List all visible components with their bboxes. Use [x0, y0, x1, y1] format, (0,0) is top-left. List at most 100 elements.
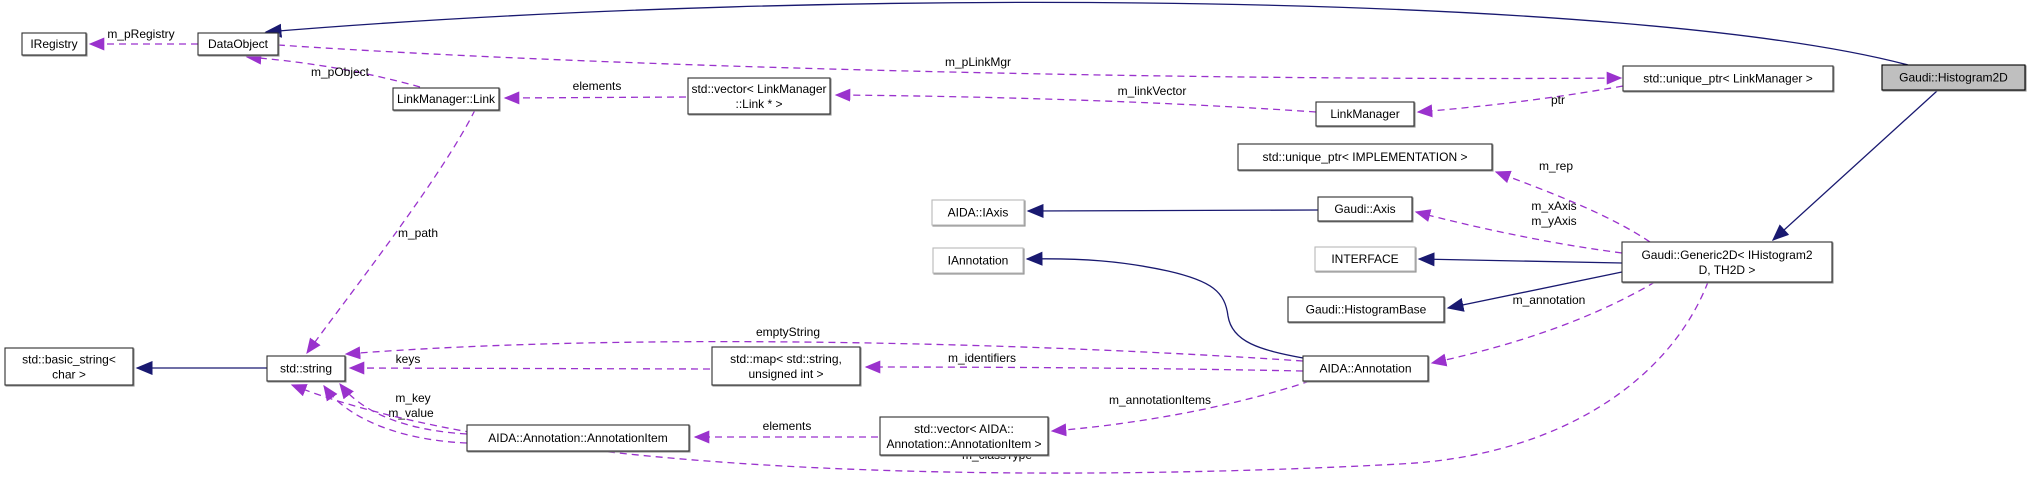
edge-usage-m_path: m_path — [306, 109, 476, 355]
edge-path-usage-m_pLinkMgr — [277, 44, 1623, 85]
node-label-linkmanager-link: LinkManager::Link — [397, 92, 496, 106]
node-vector-link[interactable]: std::vector< LinkManager::Link * > — [687, 77, 831, 115]
node-box-linkmanager-link[interactable] — [392, 87, 500, 111]
node-box-annotationitem[interactable] — [466, 424, 690, 452]
node-histogrambase[interactable]: Gaudi::HistogramBase — [1287, 296, 1445, 323]
node-box-basic-string[interactable] — [4, 347, 134, 386]
edge-label-usage-m_linkVector: m_linkVector — [1118, 84, 1187, 98]
edge-path-usage-keys — [348, 361, 711, 375]
edge-usage-m_rep: m_rep — [1494, 159, 1651, 243]
node-box-annotation[interactable] — [1302, 355, 1429, 382]
node-linkmanager[interactable]: LinkManager — [1315, 101, 1415, 127]
node-box-vector-link[interactable] — [687, 77, 831, 115]
node-label-linkmanager: LinkManager — [1330, 107, 1399, 121]
node-uniqueptr-impl[interactable]: std::unique_ptr< IMPLEMENTATION > — [1237, 143, 1493, 171]
edge-path-usage-m_value — [323, 384, 468, 444]
edge-path-usage-m_rep — [1494, 170, 1651, 243]
node-label-annotation: AIDA::Annotation — [1319, 362, 1411, 376]
node-box-vector-annotationitem[interactable] — [879, 416, 1049, 456]
edge-label-usage-m_pRegistry: m_pRegistry — [107, 27, 174, 41]
node-box-std-map[interactable] — [711, 346, 861, 386]
edge-inherit-annotation-iannotation — [1025, 251, 1304, 359]
edge-usage-m_key: m_key — [339, 382, 468, 435]
node-std-string[interactable]: std::string — [266, 355, 346, 382]
edge-label-usage-m_axes-1: m_yAxis — [1531, 214, 1576, 228]
edge-path-usage-m_annotationItems — [1050, 380, 1311, 437]
node-basic-string[interactable]: std::basic_string<char > — [4, 347, 134, 386]
node-box-uniqueptr-linkmanager[interactable] — [1622, 65, 1834, 92]
edge-inherit-histogram2d-dataobject — [264, 1, 1909, 66]
edge-usage-m_annotationItems: m_annotationItems — [1050, 380, 1311, 437]
node-gaudi-axis[interactable]: Gaudi::Axis — [1317, 196, 1413, 222]
node-histogram2d[interactable]: Gaudi::Histogram2D — [1881, 64, 2026, 91]
node-label-generic2d-0: Gaudi::Generic2D< IHistogram2 — [1641, 248, 1812, 262]
node-label-interface: INTERFACE — [1331, 252, 1398, 266]
edge-path-usage-m_identifiers — [864, 360, 1304, 374]
edge-label-usage-m_identifiers: m_identifiers — [948, 351, 1016, 365]
edge-path-usage-ptr — [1416, 85, 1624, 118]
edge-label-usage-keys: keys — [396, 352, 421, 366]
node-iannotation[interactable]: IAnnotation — [932, 247, 1024, 274]
node-box-interface[interactable] — [1314, 246, 1416, 272]
node-box-linkmanager[interactable] — [1315, 101, 1415, 127]
edge-label-usage-m_pObject: m_pObject — [311, 65, 370, 79]
node-annotation[interactable]: AIDA::Annotation — [1302, 355, 1429, 382]
node-box-gaudi-axis[interactable] — [1317, 196, 1413, 222]
edge-label-usage-m_annotationItems: m_annotationItems — [1109, 393, 1211, 407]
node-std-map[interactable]: std::map< std::string,unsigned int > — [711, 346, 861, 386]
node-label-std-string: std::string — [280, 362, 332, 376]
node-uniqueptr-linkmanager[interactable]: std::unique_ptr< LinkManager > — [1622, 65, 1834, 92]
node-label-std-map-0: std::map< std::string, — [730, 352, 842, 366]
edge-label-usage-m_rep: m_rep — [1539, 159, 1573, 173]
node-iregistry[interactable]: IRegistry — [21, 32, 87, 56]
node-box-iannotation[interactable] — [932, 247, 1024, 274]
node-box-iregistry[interactable] — [21, 32, 87, 56]
edge-usage-elements-links: elements — [503, 79, 687, 105]
node-box-histogram2d[interactable] — [1881, 64, 2026, 91]
edge-path-inherit-generic2d-interface — [1417, 252, 1623, 267]
edge-path-usage-elements-links — [503, 91, 687, 105]
node-label-histogrambase: Gaudi::HistogramBase — [1306, 303, 1427, 317]
node-aida-iaxis[interactable]: AIDA::IAxis — [931, 199, 1025, 226]
edge-label-usage-m_value: m_value — [388, 406, 434, 420]
edge-inherit-generic2d-interface — [1417, 252, 1623, 267]
edge-label-usage-m_annotation: m_annotation — [1513, 293, 1586, 307]
edge-usage-ptr: ptr — [1416, 85, 1624, 118]
node-box-dataobject[interactable] — [197, 32, 279, 56]
edge-path-inherit-generic2d-histogrambase — [1446, 271, 1623, 312]
node-vector-annotationitem[interactable]: std::vector< AIDA::Annotation::Annotatio… — [879, 416, 1049, 456]
node-annotationitem[interactable]: AIDA::Annotation::AnnotationItem — [466, 424, 690, 452]
edge-label-usage-m_path: m_path — [398, 226, 438, 240]
node-label-iregistry: IRegistry — [30, 37, 77, 51]
edge-usage-elements-items: elements — [693, 419, 878, 444]
node-box-generic2d[interactable] — [1621, 241, 1833, 283]
edge-path-usage-m_classType — [290, 281, 1709, 474]
edge-usage-m_identifiers: m_identifiers — [864, 351, 1304, 374]
node-dataobject[interactable]: DataObject — [197, 32, 279, 56]
edge-path-usage-m_path — [306, 109, 476, 355]
node-label-vector-link-1: ::Link * > — [735, 97, 782, 111]
node-label-histogram2d: Gaudi::Histogram2D — [1899, 71, 2008, 85]
node-label-std-map-1: unsigned int > — [748, 367, 823, 381]
node-label-gaudi-axis: Gaudi::Axis — [1334, 202, 1395, 216]
edge-usage-emptyString: emptyString — [344, 325, 1304, 362]
node-box-uniqueptr-impl[interactable] — [1237, 143, 1493, 171]
edge-usage-m_pObject: m_pObject — [245, 51, 421, 88]
edge-usage-m_annotation: m_annotation — [1430, 281, 1656, 367]
node-label-annotationitem: AIDA::Annotation::AnnotationItem — [488, 431, 667, 445]
node-box-std-string[interactable] — [266, 355, 346, 382]
node-interface[interactable]: INTERFACE — [1314, 246, 1416, 272]
edge-path-usage-m_axes — [1414, 209, 1623, 254]
node-label-generic2d-1: D, TH2D > — [1699, 263, 1756, 277]
node-box-histogrambase[interactable] — [1287, 296, 1445, 323]
node-linkmanager-link[interactable]: LinkManager::Link — [392, 87, 500, 111]
edge-path-inherit-histogram2d-dataobject — [264, 1, 1909, 66]
node-label-vector-link-0: std::vector< LinkManager — [691, 82, 826, 96]
edge-label-usage-ptr: ptr — [1551, 93, 1565, 107]
edge-usage-m_value: m_value — [323, 384, 468, 444]
node-box-aida-iaxis[interactable] — [931, 199, 1025, 226]
